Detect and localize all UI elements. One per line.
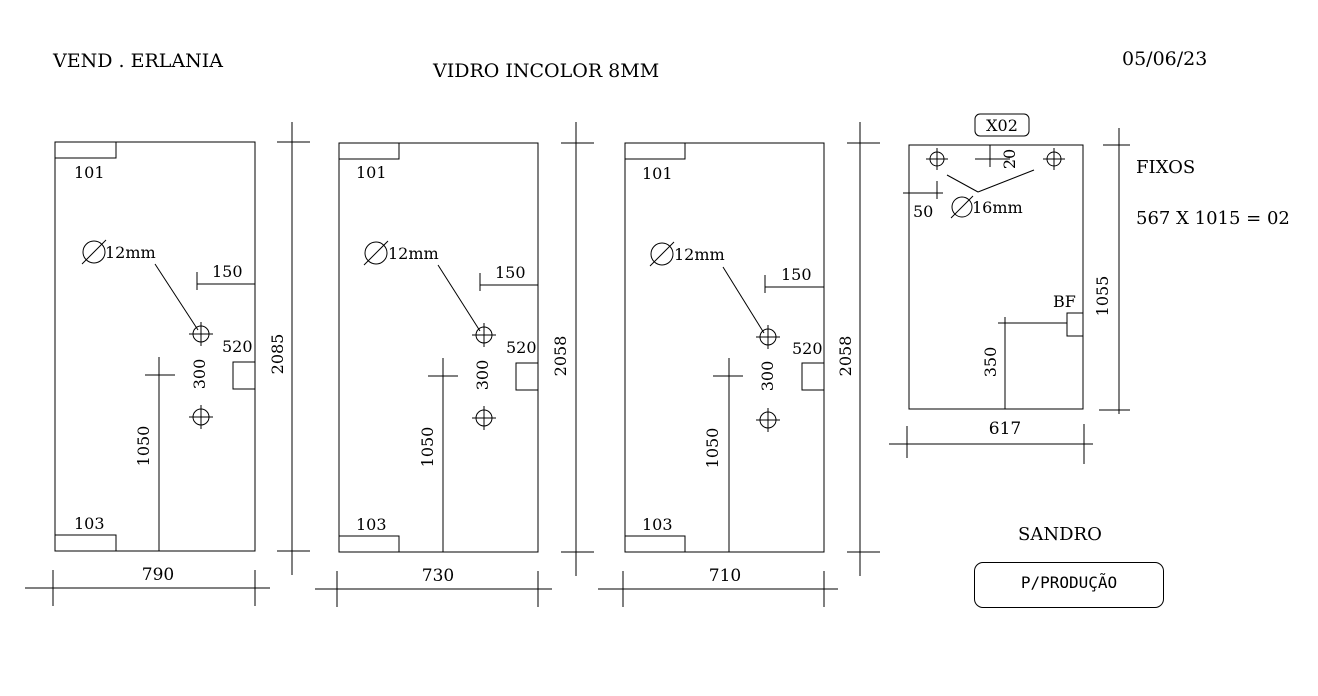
vendor-label: VEND . ERLANIA bbox=[53, 50, 223, 72]
panel-outline bbox=[338, 142, 539, 553]
width-label: 730 bbox=[422, 566, 454, 586]
bf-label: BF bbox=[1053, 292, 1076, 311]
diameter-icon bbox=[82, 240, 106, 264]
width-label: 617 bbox=[989, 419, 1021, 439]
dim-1050-label: 1050 bbox=[134, 426, 153, 467]
top-hinge-cutout bbox=[338, 142, 400, 160]
hole-leader-line bbox=[154, 263, 199, 331]
dim-150-label: 150 bbox=[781, 265, 812, 284]
dim-300-label: 300 bbox=[473, 360, 492, 391]
material-title: VIDRO INCOLOR 8MM bbox=[433, 60, 660, 82]
production-stamp: P/PRODUÇÃO bbox=[974, 562, 1164, 608]
dim-300-label: 300 bbox=[758, 361, 777, 392]
panel-outline bbox=[908, 144, 1084, 410]
bottom-hinge-label: 103 bbox=[74, 514, 105, 533]
dim-50-label: 50 bbox=[913, 202, 933, 221]
bottom-hinge-cutout bbox=[338, 535, 400, 553]
top-hinge-cutout bbox=[624, 142, 686, 160]
dim-520-label: 520 bbox=[506, 338, 537, 357]
tag-label: X02 bbox=[986, 116, 1018, 135]
hole-leader-line bbox=[722, 266, 765, 334]
diameter-icon bbox=[364, 241, 388, 265]
hole-diameter-label: 12mm bbox=[105, 243, 156, 262]
hole-leader-line bbox=[437, 264, 481, 332]
bottom-hinge-label: 103 bbox=[356, 515, 387, 534]
top-hinge-label: 101 bbox=[356, 163, 387, 182]
lock-cutout bbox=[232, 361, 256, 390]
signature-name: SANDRO bbox=[1018, 524, 1102, 545]
height-label: 1055 bbox=[1093, 276, 1112, 317]
height-label: 2058 bbox=[551, 336, 570, 377]
dim-150-label: 150 bbox=[495, 263, 526, 282]
fixed-panel: X02 20 50 16mm BF 350 1055 bbox=[889, 113, 1130, 464]
tag-box bbox=[974, 113, 1030, 137]
lock-cutout bbox=[515, 362, 539, 391]
diameter-slash bbox=[950, 195, 974, 219]
date-label: 05/06/23 bbox=[1122, 48, 1208, 70]
bottom-hinge-cutout bbox=[624, 535, 686, 553]
hole-diameter-label: 16mm bbox=[972, 198, 1023, 217]
hole-leader-line bbox=[977, 169, 1035, 193]
dim-150-label: 150 bbox=[212, 262, 243, 281]
top-hinge-cutout bbox=[54, 141, 117, 159]
door-panel-3: 101 103 12mm 150 300 520 1050 2058 bbox=[598, 122, 880, 607]
bottom-hinge-label: 103 bbox=[642, 515, 673, 534]
hole-diameter-label: 12mm bbox=[388, 244, 439, 263]
dim-520-label: 520 bbox=[222, 337, 253, 356]
width-label: 710 bbox=[709, 566, 741, 586]
width-label: 790 bbox=[142, 565, 174, 585]
lock-cutout bbox=[801, 362, 825, 391]
diameter-slash bbox=[363, 240, 389, 266]
panel-outline bbox=[624, 142, 825, 553]
dim-20-label: 20 bbox=[1000, 149, 1019, 169]
diameter-slash bbox=[81, 239, 107, 265]
bf-cutout bbox=[1066, 312, 1084, 337]
fixos-title: FIXOS bbox=[1136, 157, 1196, 178]
dim-1050-label: 1050 bbox=[418, 427, 437, 468]
diameter-icon bbox=[951, 196, 973, 218]
diameter-slash bbox=[649, 241, 675, 267]
door-panel-2: 101 103 12mm 150 300 520 1050 2058 bbox=[315, 122, 594, 607]
top-hinge-label: 101 bbox=[74, 163, 105, 182]
door-panel-1: 101 103 12mm 150 300 520 1050 2085 bbox=[25, 122, 310, 606]
production-stamp-label: P/PRODUÇÃO bbox=[1020, 573, 1118, 592]
hole-diameter-label: 12mm bbox=[674, 245, 725, 264]
dim-300-label: 300 bbox=[190, 359, 209, 390]
panel-outline bbox=[54, 141, 256, 552]
hole-leader-line bbox=[946, 174, 979, 193]
bottom-hinge-cutout bbox=[54, 534, 117, 552]
height-label: 2085 bbox=[268, 334, 287, 375]
dim-350-label: 350 bbox=[981, 347, 1000, 378]
height-label: 2058 bbox=[836, 336, 855, 377]
diameter-icon bbox=[650, 242, 674, 266]
top-hinge-label: 101 bbox=[642, 164, 673, 183]
dim-1050-label: 1050 bbox=[703, 428, 722, 469]
dim-520-label: 520 bbox=[792, 339, 823, 358]
fixos-spec: 567 X 1015 = 02 bbox=[1136, 208, 1290, 229]
